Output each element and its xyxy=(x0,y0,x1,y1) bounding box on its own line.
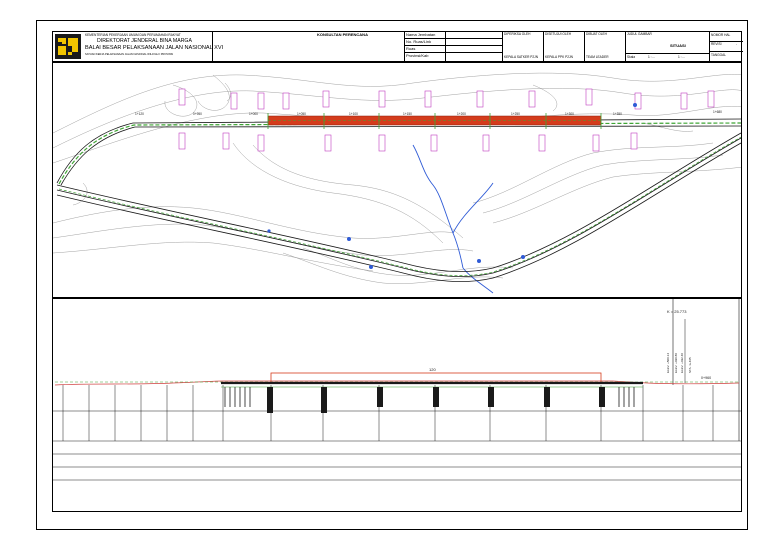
bridge-piers xyxy=(267,113,602,129)
sta-label: 1+300 xyxy=(565,112,574,116)
ministry-text: KEMENTERIAN PEKERJAAN UMUM DAN PERUMAHAN… xyxy=(85,33,181,37)
river xyxy=(412,144,494,294)
station-labels: 1+120 0+950 1+000 1+050 1+100 1+150 1+20… xyxy=(135,110,722,116)
drawing-title-cell: JUDUL GAMBAR SITUASI Skala 1 : ... 1 : .… xyxy=(626,32,710,61)
sta-label: 1+150 xyxy=(403,112,412,116)
field-province: Provinsi/Kab xyxy=(406,53,429,58)
profile-drawing: K = 25.773 120 0+960 ELEV. +500.14 ELEV.… xyxy=(53,299,741,481)
curve-annotation: K = 25.773 xyxy=(667,309,687,314)
svg-text:STA. 1+465: STA. 1+465 xyxy=(688,357,692,373)
svg-text:ELEV. +500.14: ELEV. +500.14 xyxy=(666,353,670,373)
station-callouts xyxy=(178,88,715,152)
sta-label: 1+120 xyxy=(135,112,144,116)
existing-road-centerline xyxy=(58,136,741,276)
sta-label: 1+000 xyxy=(249,112,258,116)
consultant-label: KONSULTAN PERENCANA xyxy=(317,32,368,37)
made-by-cell: DIBUAT OLEH TEAM LEADER xyxy=(585,32,626,61)
plan-view: 1+120 0+950 1+000 1+050 1+100 1+150 1+20… xyxy=(52,62,742,298)
vertical-notes: ELEV. +500.14 ELEV. +490.80 ELEV. +492.4… xyxy=(666,353,692,373)
existing-road xyxy=(56,132,741,282)
plan-drawing: 1+120 0+950 1+000 1+050 1+100 1+150 1+20… xyxy=(53,72,741,294)
directorate-text: DIREKTORAT JENDERAL BINA MARGA xyxy=(97,38,192,44)
sta-label: 1+250 xyxy=(511,112,520,116)
sta-label: 1+200 xyxy=(457,112,466,116)
svg-text:ELEV. +492.40: ELEV. +492.40 xyxy=(680,353,684,373)
profile-grid xyxy=(53,299,741,481)
office-sub-text: SATUAN KERJA PELAKSANAAN JALAN NASIONAL … xyxy=(85,53,174,56)
sta-label: 1+350 xyxy=(613,112,622,116)
agency-cell: KEMENTERIAN PEKERJAAN UMUM DAN PERUMAHAN… xyxy=(53,32,223,61)
main-alignment xyxy=(56,118,741,186)
bridge-info-cell: Nama Jembatan No. Ruas/Link Ruas Provins… xyxy=(405,32,503,61)
svg-text:ELEV. +490.80: ELEV. +490.80 xyxy=(674,353,678,373)
sheet-number-cell: NOMOR HAL REVISI - TANGGAL xyxy=(710,32,743,61)
consultant-cell: KONSULTAN PERENCANA xyxy=(213,32,405,61)
profile-piers xyxy=(267,387,605,413)
bridge-outline xyxy=(270,372,602,384)
abutment-piles xyxy=(224,387,635,407)
field-bridge-name: Nama Jembatan xyxy=(406,32,436,37)
sta-label: 1+050 xyxy=(297,112,306,116)
drawing-title: SITUASI xyxy=(670,43,686,48)
approved-by-cell: DISETUJUI OLEH KEPALA PPK P2JN xyxy=(544,32,585,61)
sta-label: 1+680 xyxy=(713,110,722,114)
end-station-label: 0+960 xyxy=(701,376,711,380)
checked-by-cell: DIPERIKSA OLEH KEPALA SATKER P2JN xyxy=(503,32,544,61)
ground-profile xyxy=(54,380,740,386)
sta-label: 0+950 xyxy=(193,112,202,116)
field-link-no: No. Ruas/Link xyxy=(406,39,432,44)
profile-view: K = 25.773 120 0+960 ELEV. +500.14 ELEV.… xyxy=(52,298,742,512)
pupr-logo-icon xyxy=(55,34,81,59)
span-label: 120 xyxy=(429,367,436,372)
profile-verticals xyxy=(62,385,714,441)
survey-markers xyxy=(267,103,637,269)
field-route: Ruas xyxy=(406,46,416,51)
sta-label: 1+100 xyxy=(349,112,358,116)
office-text: BALAI BESAR PELAKSANAAN JALAN NASIONAL X… xyxy=(85,45,224,51)
title-block: KEMENTERIAN PEKERJAAN UMUM DAN PERUMAHAN… xyxy=(52,31,743,62)
